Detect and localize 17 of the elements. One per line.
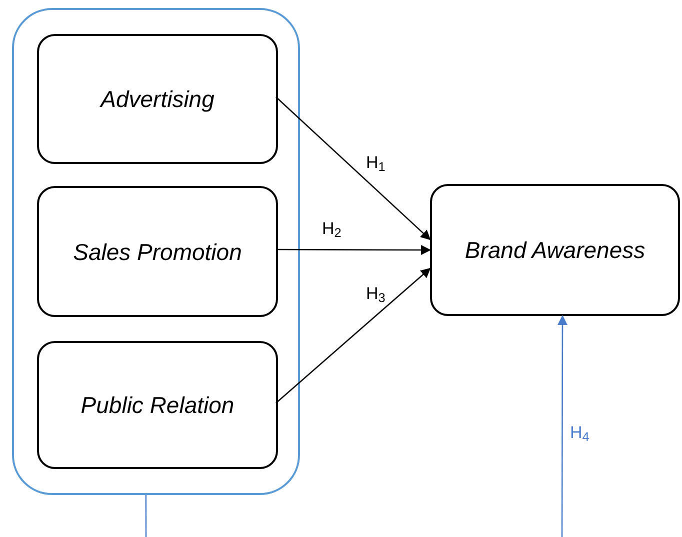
construct-box bbox=[37, 186, 278, 317]
node-label: Public Relation bbox=[80, 391, 236, 420]
node-label: Brand Awareness bbox=[464, 236, 646, 265]
node-label: Advertising bbox=[98, 85, 216, 114]
edge-label: H$_{2}$ bbox=[322, 218, 342, 240]
edge-label: H$_{1}$ bbox=[366, 152, 386, 174]
construct-box bbox=[37, 34, 278, 164]
group-box bbox=[12, 8, 300, 495]
construct-box bbox=[430, 184, 680, 316]
arrow bbox=[276, 268, 431, 404]
arrow bbox=[557, 315, 568, 537]
edge-label: H$_{3}$ bbox=[366, 283, 386, 305]
arrow bbox=[276, 244, 431, 255]
construct-box bbox=[37, 341, 278, 469]
node-label: Sales Promotion bbox=[72, 238, 243, 266]
arrow bbox=[276, 96, 431, 240]
edge-label: H$_{4}$ bbox=[570, 422, 590, 444]
